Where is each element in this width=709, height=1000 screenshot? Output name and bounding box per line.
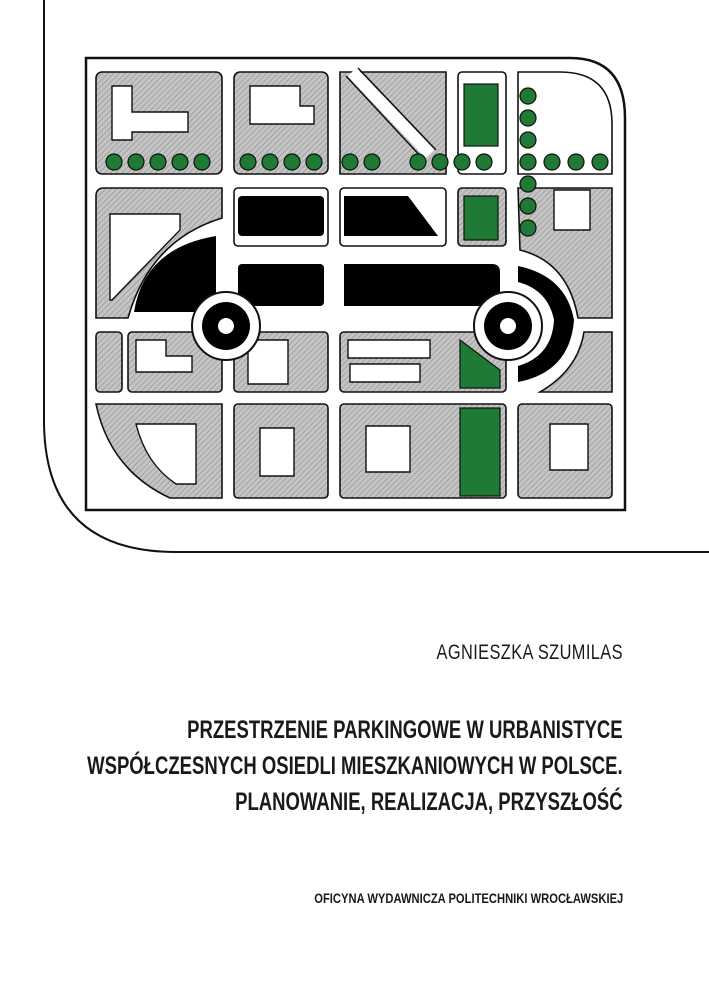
tree-icon bbox=[567, 153, 585, 171]
green-strip bbox=[459, 338, 501, 389]
building bbox=[135, 423, 197, 485]
tree-icon bbox=[127, 153, 145, 171]
book-title-line-1: PRZESTRZENIE PARKINGOWE W URBANISTYCE bbox=[187, 716, 623, 744]
green-strip bbox=[463, 195, 499, 241]
tree-icon bbox=[519, 197, 537, 215]
building bbox=[549, 423, 589, 471]
tree-icon bbox=[519, 175, 537, 193]
tree-icon bbox=[193, 153, 211, 171]
book-title: PRZESTRZENIE PARKINGOWE W URBANISTYCE WS… bbox=[88, 712, 623, 820]
tree-icon bbox=[519, 131, 537, 149]
tree-icon bbox=[305, 153, 323, 171]
roundabout-icon bbox=[191, 291, 261, 361]
tree-icon bbox=[431, 153, 449, 171]
trees bbox=[105, 87, 609, 237]
building bbox=[109, 213, 181, 301]
diagonal-road-edge bbox=[345, 67, 437, 161]
block bbox=[517, 71, 613, 175]
tree-icon bbox=[283, 153, 301, 171]
tree-icon bbox=[239, 153, 257, 171]
parking-lot bbox=[344, 196, 438, 236]
parking-lot bbox=[518, 266, 574, 382]
tree-icon bbox=[105, 153, 123, 171]
tree-icon bbox=[519, 219, 537, 237]
building bbox=[347, 339, 431, 359]
parking-lot bbox=[134, 236, 216, 312]
building bbox=[259, 427, 295, 477]
building bbox=[111, 85, 189, 141]
tree-icon bbox=[475, 153, 493, 171]
green-strip bbox=[463, 83, 499, 147]
book-title-line-3: PLANOWANIE, REALIZACJA, PRZYSZŁOŚĆ bbox=[235, 788, 623, 816]
block bbox=[95, 331, 123, 393]
green-areas bbox=[459, 83, 501, 497]
tree-icon bbox=[543, 153, 561, 171]
diagonal-road bbox=[347, 67, 435, 159]
tree-icon bbox=[591, 153, 609, 171]
tree-icon bbox=[519, 109, 537, 127]
tree-icon bbox=[519, 87, 537, 105]
parking-lot bbox=[238, 264, 324, 306]
car-silhouette bbox=[344, 264, 500, 306]
outer-frame-line bbox=[43, 0, 709, 553]
tree-icon bbox=[171, 153, 189, 171]
buildings bbox=[109, 85, 591, 485]
building bbox=[135, 339, 193, 373]
building bbox=[247, 339, 289, 385]
tree-icon bbox=[453, 153, 471, 171]
book-title-line-2: WSPÓŁCZESNYCH OSIEDLI MIESZKANIOWYCH W P… bbox=[87, 752, 623, 780]
publisher-name: OFICYNA WYDAWNICZA POLITECHNIKI WROCŁAWS… bbox=[313, 890, 623, 906]
building bbox=[553, 189, 591, 231]
roundabout-icon bbox=[473, 291, 543, 361]
author-name: AGNIESZKA SZUMILAS bbox=[436, 641, 623, 664]
building bbox=[365, 425, 411, 473]
tree-icon bbox=[149, 153, 167, 171]
parking-lot bbox=[238, 196, 324, 236]
building bbox=[349, 363, 421, 383]
tree-icon bbox=[261, 153, 279, 171]
block bbox=[537, 331, 613, 393]
building bbox=[249, 85, 315, 125]
tree-icon bbox=[519, 153, 537, 171]
green-strip bbox=[459, 407, 501, 497]
housing-estate-plan-illustration bbox=[43, 0, 709, 553]
tree-icon bbox=[409, 153, 427, 171]
parking-areas bbox=[134, 196, 574, 382]
tree-icon bbox=[341, 153, 359, 171]
tree-icon bbox=[363, 153, 381, 171]
